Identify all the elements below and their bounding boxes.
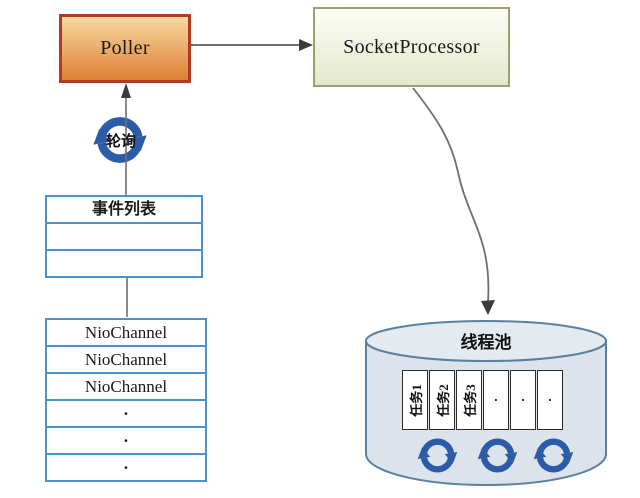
niochannel-row: NioChannel <box>47 345 205 372</box>
niochannel-ellipsis-row: · <box>47 399 205 426</box>
event-list-table: 事件列表 <box>45 195 203 278</box>
poller-label: Poller <box>100 37 150 59</box>
task-slot-label: · <box>488 397 503 403</box>
task-slot-label: · <box>515 397 530 403</box>
niochannel-table: NioChannel NioChannel NioChannel · · · <box>45 318 207 482</box>
arrowhead-down-icon <box>481 300 495 315</box>
task-slot-label: · <box>542 397 557 403</box>
arrow-eventlist-to-poller <box>121 83 131 196</box>
task-slot-label: 任务1 <box>408 383 424 417</box>
arrow-poller-to-socketprocessor <box>191 39 313 51</box>
task-slot: 任务1 <box>402 370 428 430</box>
task-slot: 任务3 <box>456 370 482 430</box>
arrowhead-up-icon <box>121 83 131 98</box>
task-slot-empty: · <box>537 370 563 430</box>
socketprocessor-label: SocketProcessor <box>343 35 480 58</box>
arrowhead-right-icon <box>299 39 313 51</box>
cylinder-top <box>365 320 607 362</box>
task-slot: 任务2 <box>429 370 455 430</box>
thread-pool-title: 线程池 <box>460 333 512 352</box>
niochannel-row: NioChannel <box>47 372 205 399</box>
event-list-header: 事件列表 <box>47 197 201 222</box>
event-list-empty-row <box>47 222 201 249</box>
task-slot-empty: · <box>510 370 536 430</box>
poller-node: Poller <box>59 14 191 83</box>
task-slot-label: 任务2 <box>435 383 451 417</box>
event-list-empty-row <box>47 249 201 276</box>
polling-label: 轮询 <box>105 134 136 150</box>
niochannel-row: NioChannel <box>47 320 205 345</box>
niochannel-ellipsis-row: · <box>47 453 205 480</box>
niochannel-ellipsis-row: · <box>47 426 205 453</box>
task-slot-empty: · <box>483 370 509 430</box>
task-queue: 任务1 任务2 任务3 · · · <box>402 370 563 431</box>
socketprocessor-node: SocketProcessor <box>313 7 510 87</box>
task-slot-label: 任务3 <box>462 383 478 417</box>
arrow-socketprocessor-to-threadpool <box>412 87 495 315</box>
